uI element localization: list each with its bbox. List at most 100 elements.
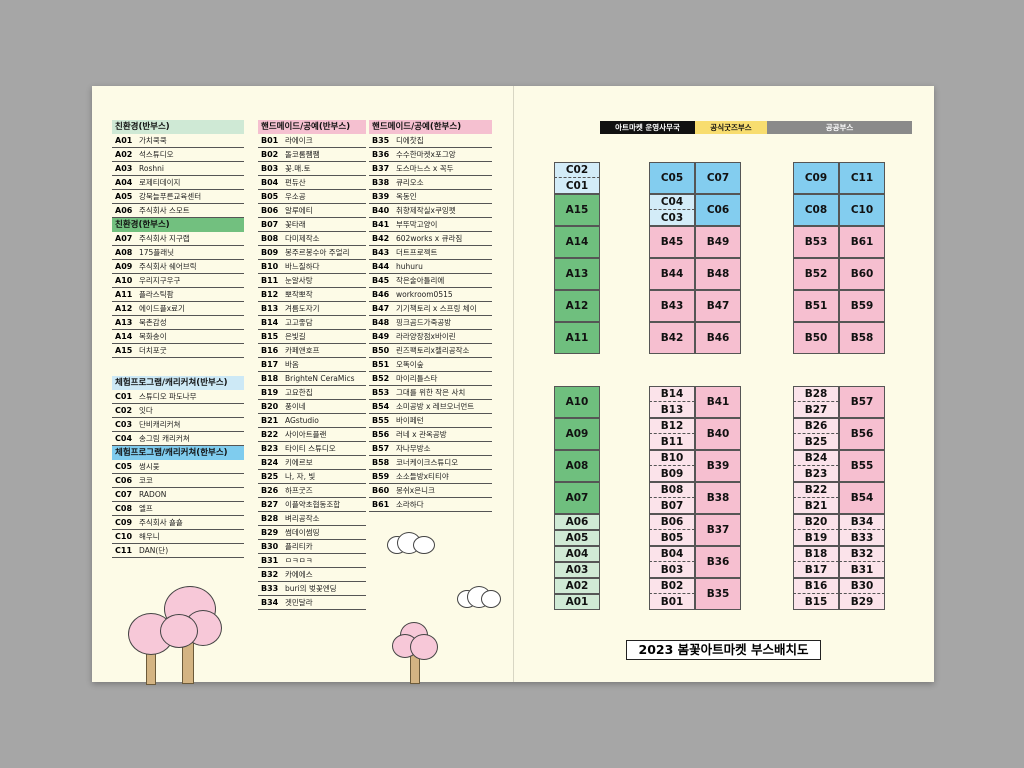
booth-b55: B55 <box>839 450 885 482</box>
booth-c06: C06 <box>695 194 741 226</box>
booth-a04: A04 <box>554 546 600 562</box>
booth-a14: A14 <box>554 226 600 258</box>
vendor-name: 옥동인 <box>396 192 417 201</box>
booth-c10: C10 <box>839 194 885 226</box>
booth-b29: B29 <box>839 594 885 610</box>
booth-b54: B54 <box>839 482 885 514</box>
legend-office: 아트마켓 운영사무국 <box>600 121 695 134</box>
booth-b40: B40 <box>695 418 741 450</box>
booth-b11: B11 <box>649 434 695 450</box>
vendor-name: 디에찻집 <box>396 136 424 145</box>
vendor-name: 카페앤호프 <box>285 346 320 355</box>
booth-code: A06 <box>115 206 133 215</box>
vendor-name: 바느질하다 <box>285 262 320 271</box>
vendor-name: 라에이크 <box>285 136 313 145</box>
vendor-name: 부뚜막고양이 <box>396 220 438 229</box>
booth-b59: B59 <box>839 290 885 322</box>
booth-code: B60 <box>372 486 390 495</box>
vendor-name: 소미공방 x 레브오너먼트 <box>396 402 475 411</box>
booth-code: A01 <box>115 136 133 145</box>
booth-a07: A07 <box>554 482 600 514</box>
booth-code: A15 <box>115 346 133 355</box>
booth-code: C07 <box>115 490 133 499</box>
booth-code: B13 <box>261 304 279 313</box>
booth-b10: B10 <box>649 450 695 466</box>
vendor-name: 스튜디오 파도나무 <box>139 392 197 401</box>
booth-code: B36 <box>372 150 390 159</box>
booth-code: B53 <box>372 388 390 397</box>
section-title: 체험프로그램/캐리커쳐(한부스) <box>112 446 244 460</box>
booth-code: A13 <box>115 318 133 327</box>
vendor-name: 고고좋담 <box>285 318 313 327</box>
booth-code: B54 <box>372 402 390 411</box>
booth-code: B25 <box>261 472 279 481</box>
booth-code: B19 <box>261 388 279 397</box>
vendor-name: 기기책토리 x 스프링 체이 <box>396 304 477 313</box>
vendor-name: 플라스틱팜 <box>139 290 174 299</box>
booth-code: B10 <box>261 262 279 271</box>
vendor-name: 바이페턴 <box>396 416 424 425</box>
vendor-name: 단비캐리커쳐 <box>139 420 181 429</box>
booth-b39: B39 <box>695 450 741 482</box>
vendor-name: 사이아트플랜 <box>285 430 327 439</box>
section-title: 핸드메이드/공예(반부스) <box>258 120 366 134</box>
vendor-name: 잇다 <box>139 406 153 415</box>
list-item: A10 우리지구우구 <box>112 274 244 288</box>
booth-code: C06 <box>115 476 133 485</box>
booth-code: A10 <box>115 276 133 285</box>
booth-code: B08 <box>261 234 279 243</box>
booth-b22: B22 <box>793 482 839 498</box>
booth-a11: A11 <box>554 322 600 354</box>
booth-a05: A05 <box>554 530 600 546</box>
vendor-name: 우리지구우구 <box>139 276 181 285</box>
booth-a10: A10 <box>554 386 600 418</box>
vendor-name: 겨름도자기 <box>285 304 320 313</box>
booth-code: B58 <box>372 458 390 467</box>
booth-b13: B13 <box>649 402 695 418</box>
booth-code: B20 <box>261 402 279 411</box>
booth-code: B47 <box>372 304 390 313</box>
booth-b41: B41 <box>695 386 741 418</box>
vendor-name: 린즈팩토리x젤리공작소 <box>396 346 470 355</box>
vendor-name: 이플약초협동조합 <box>285 500 341 509</box>
vendor-name: 뽀작뽀작 <box>285 290 313 299</box>
booth-b52: B52 <box>793 258 839 290</box>
booth-b58: B58 <box>839 322 885 354</box>
booth-b35: B35 <box>695 578 741 610</box>
booth-b56: B56 <box>839 418 885 450</box>
booth-code: A14 <box>115 332 133 341</box>
booth-b60: B60 <box>839 258 885 290</box>
booth-c03: C03 <box>649 210 695 226</box>
booth-b04: B04 <box>649 546 695 562</box>
booth-b49: B49 <box>695 226 741 258</box>
booth-b31: B31 <box>839 562 885 578</box>
vendor-name: 작은술아틀리에 <box>396 276 445 285</box>
booth-code: B45 <box>372 276 390 285</box>
vendor-name: 썸데이썸띵 <box>285 528 320 537</box>
booth-code: B44 <box>372 262 390 271</box>
vendor-name: 바옴 <box>285 360 299 369</box>
booth-b32: B32 <box>839 546 885 562</box>
booth-b36: B36 <box>695 546 741 578</box>
vendor-name: 카에에스 <box>285 570 313 579</box>
